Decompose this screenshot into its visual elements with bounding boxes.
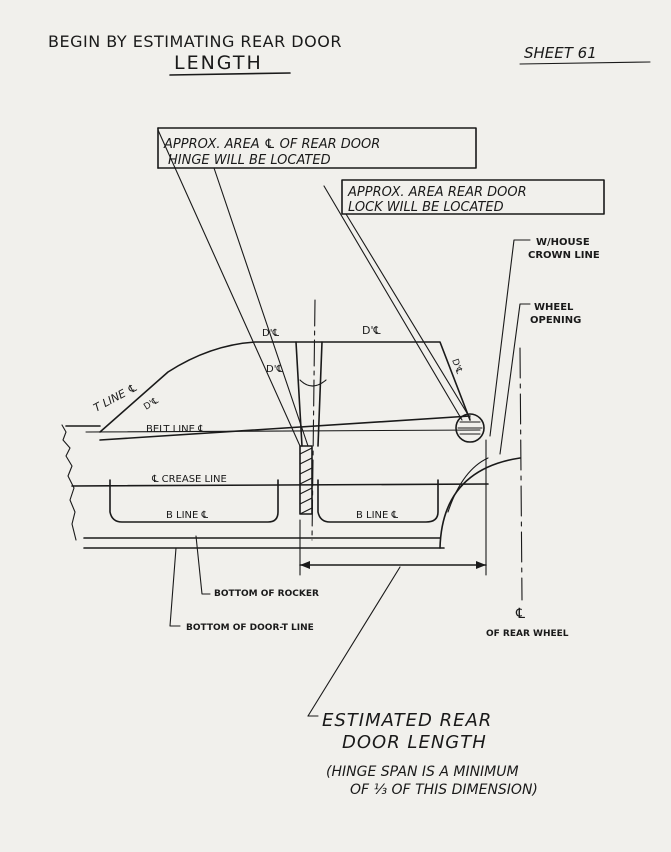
rocker-text: BOTTOM OF ROCKER bbox=[214, 589, 319, 599]
car-body-outline bbox=[61, 341, 521, 549]
title-line-2: LENGTH bbox=[174, 52, 263, 74]
rear-wheel-cl-callout: ℄ OF REAR WHEEL bbox=[486, 606, 569, 639]
rocker-callout: BOTTOM OF ROCKER bbox=[195, 535, 319, 599]
d1-rear-label: D'℄ bbox=[449, 358, 464, 376]
estimate-line-1: ESTIMATED REAR bbox=[322, 710, 492, 731]
lock-area-callout: APPROX. AREA REAR DOOR LOCK WILL BE LOCA… bbox=[323, 179, 605, 421]
d1-pillar-label: D'℄ bbox=[266, 364, 283, 375]
lock-area-text-2: LOCK WILL BE LOCATED bbox=[348, 200, 504, 215]
estimate-note-2: OF ⅓ OF THIS DIMENSION) bbox=[350, 782, 538, 798]
lock-area-text-1: APPROX. AREA REAR DOOR bbox=[347, 185, 527, 200]
whouse-text-1: W/HOUSE bbox=[536, 237, 590, 248]
estimate-leader bbox=[307, 566, 401, 717]
hinge-area-callout: APPROX. AREA ℄ OF REAR DOOR HINGE WILL B… bbox=[157, 127, 477, 447]
rear-wheel-centerline bbox=[519, 347, 523, 601]
crease-line-label: ℄ CREASE LINE bbox=[151, 474, 227, 485]
wheel-opening-text-2: OPENING bbox=[530, 315, 581, 326]
title-line-1: BEGIN BY ESTIMATING REAR DOOR bbox=[48, 32, 342, 51]
title-underline bbox=[169, 72, 291, 76]
wheel-opening-callout: WHEEL OPENING bbox=[499, 302, 581, 455]
estimate-line-2: DOOR LENGTH bbox=[342, 732, 487, 753]
lock-circle bbox=[455, 413, 485, 443]
door-bottom-callout: BOTTOM OF DOOR-T LINE bbox=[169, 547, 314, 633]
whouse-text-2: CROWN LINE bbox=[528, 250, 600, 261]
b-line-rear-label: B LINE ℄ bbox=[356, 510, 399, 521]
belt-line-label: BELT LINE ℄ bbox=[146, 424, 205, 435]
d1-top-left-label: D'℄ bbox=[262, 328, 279, 339]
d1-top-right-label: D'℄ bbox=[362, 324, 381, 337]
door-bottom-text: BOTTOM OF DOOR-T LINE bbox=[186, 623, 314, 633]
hinge-block bbox=[299, 445, 313, 515]
estimate-note-1: (HINGE SPAN IS A MINIMUM bbox=[326, 764, 519, 780]
b-line-front-label: B LINE ℄ bbox=[166, 510, 209, 521]
hinge-area-text-1: APPROX. AREA ℄ OF REAR DOOR bbox=[163, 137, 380, 152]
sheet-number: SHEET 61 bbox=[524, 44, 597, 62]
sheet-underline bbox=[519, 61, 651, 65]
wheel-opening-text-1: WHEEL bbox=[534, 302, 574, 313]
d2-left-label: D'℄ bbox=[142, 396, 160, 413]
whouse-crown-callout: W/HOUSE CROWN LINE bbox=[489, 237, 600, 437]
hinge-area-text-2: HINGE WILL BE LOCATED bbox=[168, 153, 331, 168]
door-length-dimension bbox=[299, 439, 487, 576]
t-line-label: T LINE ℄ bbox=[91, 381, 140, 415]
rear-wheel-cl-text: OF REAR WHEEL bbox=[486, 629, 569, 639]
rear-wheel-cl-symbol: ℄ bbox=[515, 606, 525, 622]
